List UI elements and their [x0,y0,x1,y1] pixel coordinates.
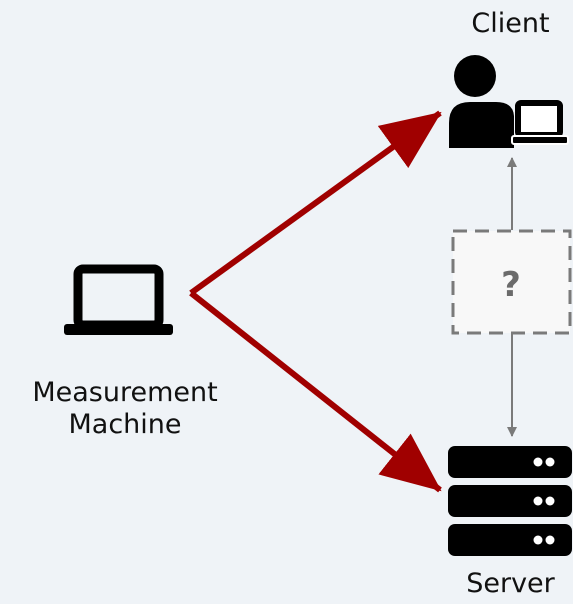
unknown-path-box: ? [451,229,572,335]
small-laptop-base-icon [511,135,569,145]
measurement-machine-label-line1: Measurement [32,377,218,408]
arrow-to-server [189,290,442,493]
small-laptop-screen-icon [515,100,563,138]
client-label: Client [471,8,550,39]
arrow-to-client [189,110,442,296]
server-unit-3 [448,524,572,556]
unknown-path-label: ? [501,265,521,305]
user-laptop-icon [449,55,569,148]
user-body-icon [449,102,514,148]
measurement-machine-label: Measurement Machine [0,377,250,441]
server-unit-2 [448,485,572,517]
user-head-icon [454,55,496,97]
server-unit-1 [448,446,572,478]
server-rack-icon [448,446,572,556]
measurement-machine-label-line2: Machine [68,409,182,440]
laptop-icon [64,264,173,335]
server-label: Server [466,568,555,599]
